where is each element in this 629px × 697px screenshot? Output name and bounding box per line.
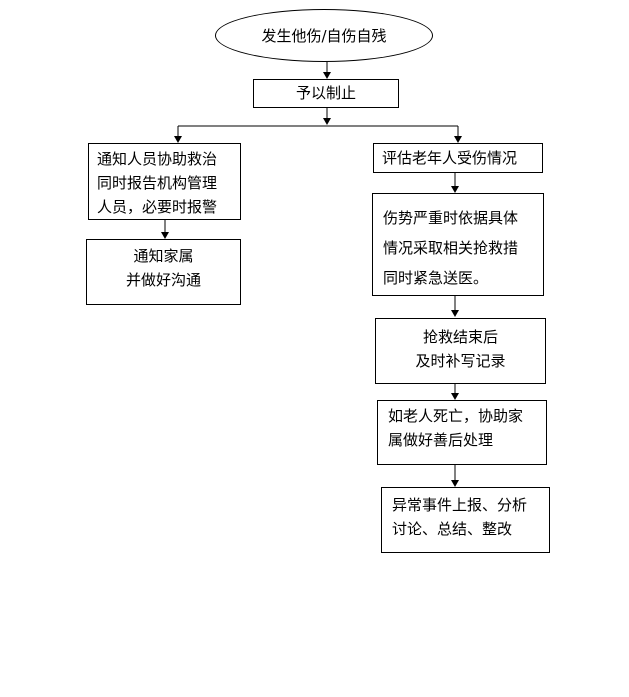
stop-text: 予以制止 <box>295 84 356 102</box>
assess-box: 评估老年人受伤情况 <box>373 143 543 173</box>
notify-staff-box: 通知人员协助救治 同时报告机构管理 人员，必要时报警 <box>88 143 241 220</box>
notify-family-box: 通知家属 并做好沟通 <box>86 239 241 305</box>
assess-text: 评估老年人受伤情况 <box>382 149 518 167</box>
start-text: 发生他伤/自伤自残 <box>261 27 387 45</box>
rescue-text: 伤势严重时依据具体 情况采取相关抢救措 同时紧急送医。 <box>383 209 519 287</box>
notify-staff-text: 通知人员协助救治 同时报告机构管理 人员，必要时报警 <box>97 150 218 216</box>
start-oval: 发生他伤/自伤自残 <box>215 9 433 62</box>
stop-box: 予以制止 <box>253 79 399 108</box>
death-box: 如老人死亡，协助家 属做好善后处理 <box>377 400 547 465</box>
notify-family-text: 通知家属 并做好沟通 <box>125 247 201 289</box>
report-box: 异常事件上报、分析 讨论、总结、整改 <box>381 487 550 553</box>
rescue-box: 伤势严重时依据具体 情况采取相关抢救措 同时紧急送医。 <box>372 193 544 296</box>
record-box: 抢救结束后 及时补写记录 <box>375 318 546 384</box>
report-text: 异常事件上报、分析 讨论、总结、整改 <box>392 496 528 538</box>
death-text: 如老人死亡，协助家 属做好善后处理 <box>388 407 524 449</box>
record-text: 抢救结束后 及时补写记录 <box>415 328 506 370</box>
